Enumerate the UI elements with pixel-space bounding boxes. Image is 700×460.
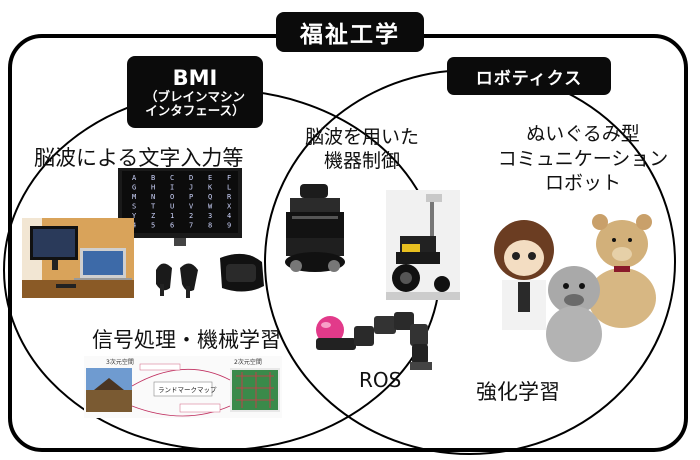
grid-letter: G xyxy=(132,184,136,192)
grid-letter: V xyxy=(189,203,194,211)
grid-letter: Z xyxy=(151,212,155,220)
bmi-heading: BMI xyxy=(172,65,218,90)
grid-letter: 5 xyxy=(151,222,155,230)
grid-letter: R xyxy=(227,193,232,201)
overlap-line-2: 機器制御 xyxy=(323,149,400,172)
grid-letter: M xyxy=(132,193,136,201)
bmi-heading-box: BMI （ブレインマシン インタフェース） xyxy=(127,56,263,128)
ros-label: ROS xyxy=(359,368,402,392)
grid-letter: J xyxy=(189,184,193,192)
grid-letter: K xyxy=(208,184,213,192)
grid-letter: D xyxy=(189,174,193,182)
overlap-line-1: 脳波を用いた xyxy=(304,126,419,148)
signal-processing-figure: 3次元空間 2次元空間 ランドマークマップ xyxy=(84,356,282,418)
grid-letter: Y xyxy=(132,212,137,220)
stuffed-robots-photo xyxy=(494,214,656,362)
overlap-topic: 脳波を用いた 機器制御 xyxy=(292,126,432,174)
grid-letter: T xyxy=(151,203,156,211)
grid-letter: A xyxy=(132,174,137,182)
grid-letter: 9 xyxy=(227,222,231,230)
vr-headset-photo xyxy=(156,253,264,298)
robot-arm-photo xyxy=(316,312,432,370)
mobile-robot-photo xyxy=(285,184,345,272)
robotics-heading: ロボティクス xyxy=(447,57,611,95)
grid-letter: H xyxy=(151,184,155,192)
grid-letter: 4 xyxy=(227,212,231,220)
grid-letter: 2 xyxy=(189,212,193,220)
grid-letter: L xyxy=(227,184,231,192)
grid-letter: 7 xyxy=(189,222,193,230)
grid-letter: E xyxy=(208,174,212,182)
grid-letter: U xyxy=(170,203,174,211)
grid-letter: 1 xyxy=(170,212,174,220)
grid-letter: 3 xyxy=(208,212,212,220)
bmi-topic-signal-processing: 信号処理・機械学習 xyxy=(92,328,281,352)
robot-line-1: ぬいぐるみ型 xyxy=(526,123,640,145)
figure-left-label: 3次元空間 xyxy=(106,358,134,366)
bmi-subheading-1: （ブレインマシン xyxy=(144,88,245,104)
figure-right-label: 2次元空間 xyxy=(234,358,262,366)
grid-letter: W xyxy=(208,203,213,211)
grid-letter: 8 xyxy=(208,222,212,230)
grid-letter: F xyxy=(227,174,231,182)
bmi-subheading-2: インタフェース） xyxy=(145,103,245,119)
grid-letter: C xyxy=(170,174,174,182)
grid-letter: Q xyxy=(208,193,212,201)
bmi-topic-text-input: 脳波による文字入力等 xyxy=(34,146,244,170)
robot-line-2: コミュニケーション xyxy=(497,147,669,170)
reinforcement-learning-label: 強化学習 xyxy=(476,380,560,404)
page-title: 福祉工学 xyxy=(276,12,424,52)
figure-landmark-label: ランドマークマップ xyxy=(158,386,217,394)
grid-letter: N xyxy=(151,193,155,201)
grid-letter: S xyxy=(132,203,136,211)
grid-letter: I xyxy=(170,184,174,192)
grid-letter: O xyxy=(170,193,174,201)
grid-letter: 4 xyxy=(132,222,136,230)
grid-letter: 6 xyxy=(170,222,174,230)
robot-topic: ぬいぐるみ型 コミュニケーション ロボット xyxy=(478,122,688,196)
grid-letter: B xyxy=(151,174,155,182)
wheelchair-photo xyxy=(386,190,460,300)
robot-line-3: ロボット xyxy=(544,172,621,195)
grid-letter: P xyxy=(189,193,193,201)
laptop-desk-photo xyxy=(22,218,134,298)
grid-letter: X xyxy=(227,203,232,211)
